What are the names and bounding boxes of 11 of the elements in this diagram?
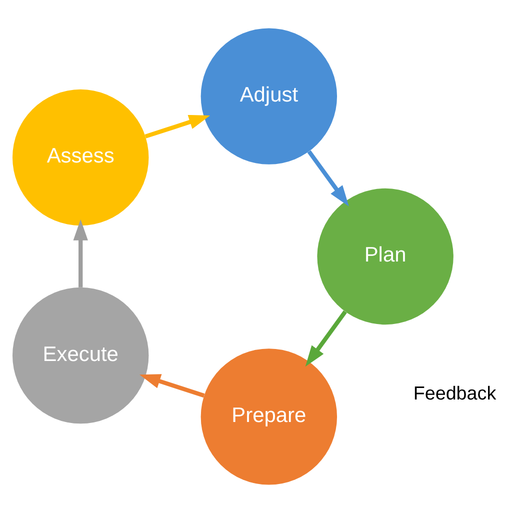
arrow — [305, 310, 347, 367]
arrow — [144, 114, 210, 138]
node-circle: Execute — [12, 287, 149, 424]
node-circle: Assess — [12, 89, 149, 226]
node-circle: Adjust — [200, 28, 338, 164]
node-circle: Prepare — [200, 348, 338, 485]
node-circle: Plan — [317, 188, 454, 325]
label: Feedback — [413, 382, 496, 404]
arrow — [140, 374, 205, 398]
arrow — [73, 219, 88, 288]
arrow — [307, 150, 349, 206]
